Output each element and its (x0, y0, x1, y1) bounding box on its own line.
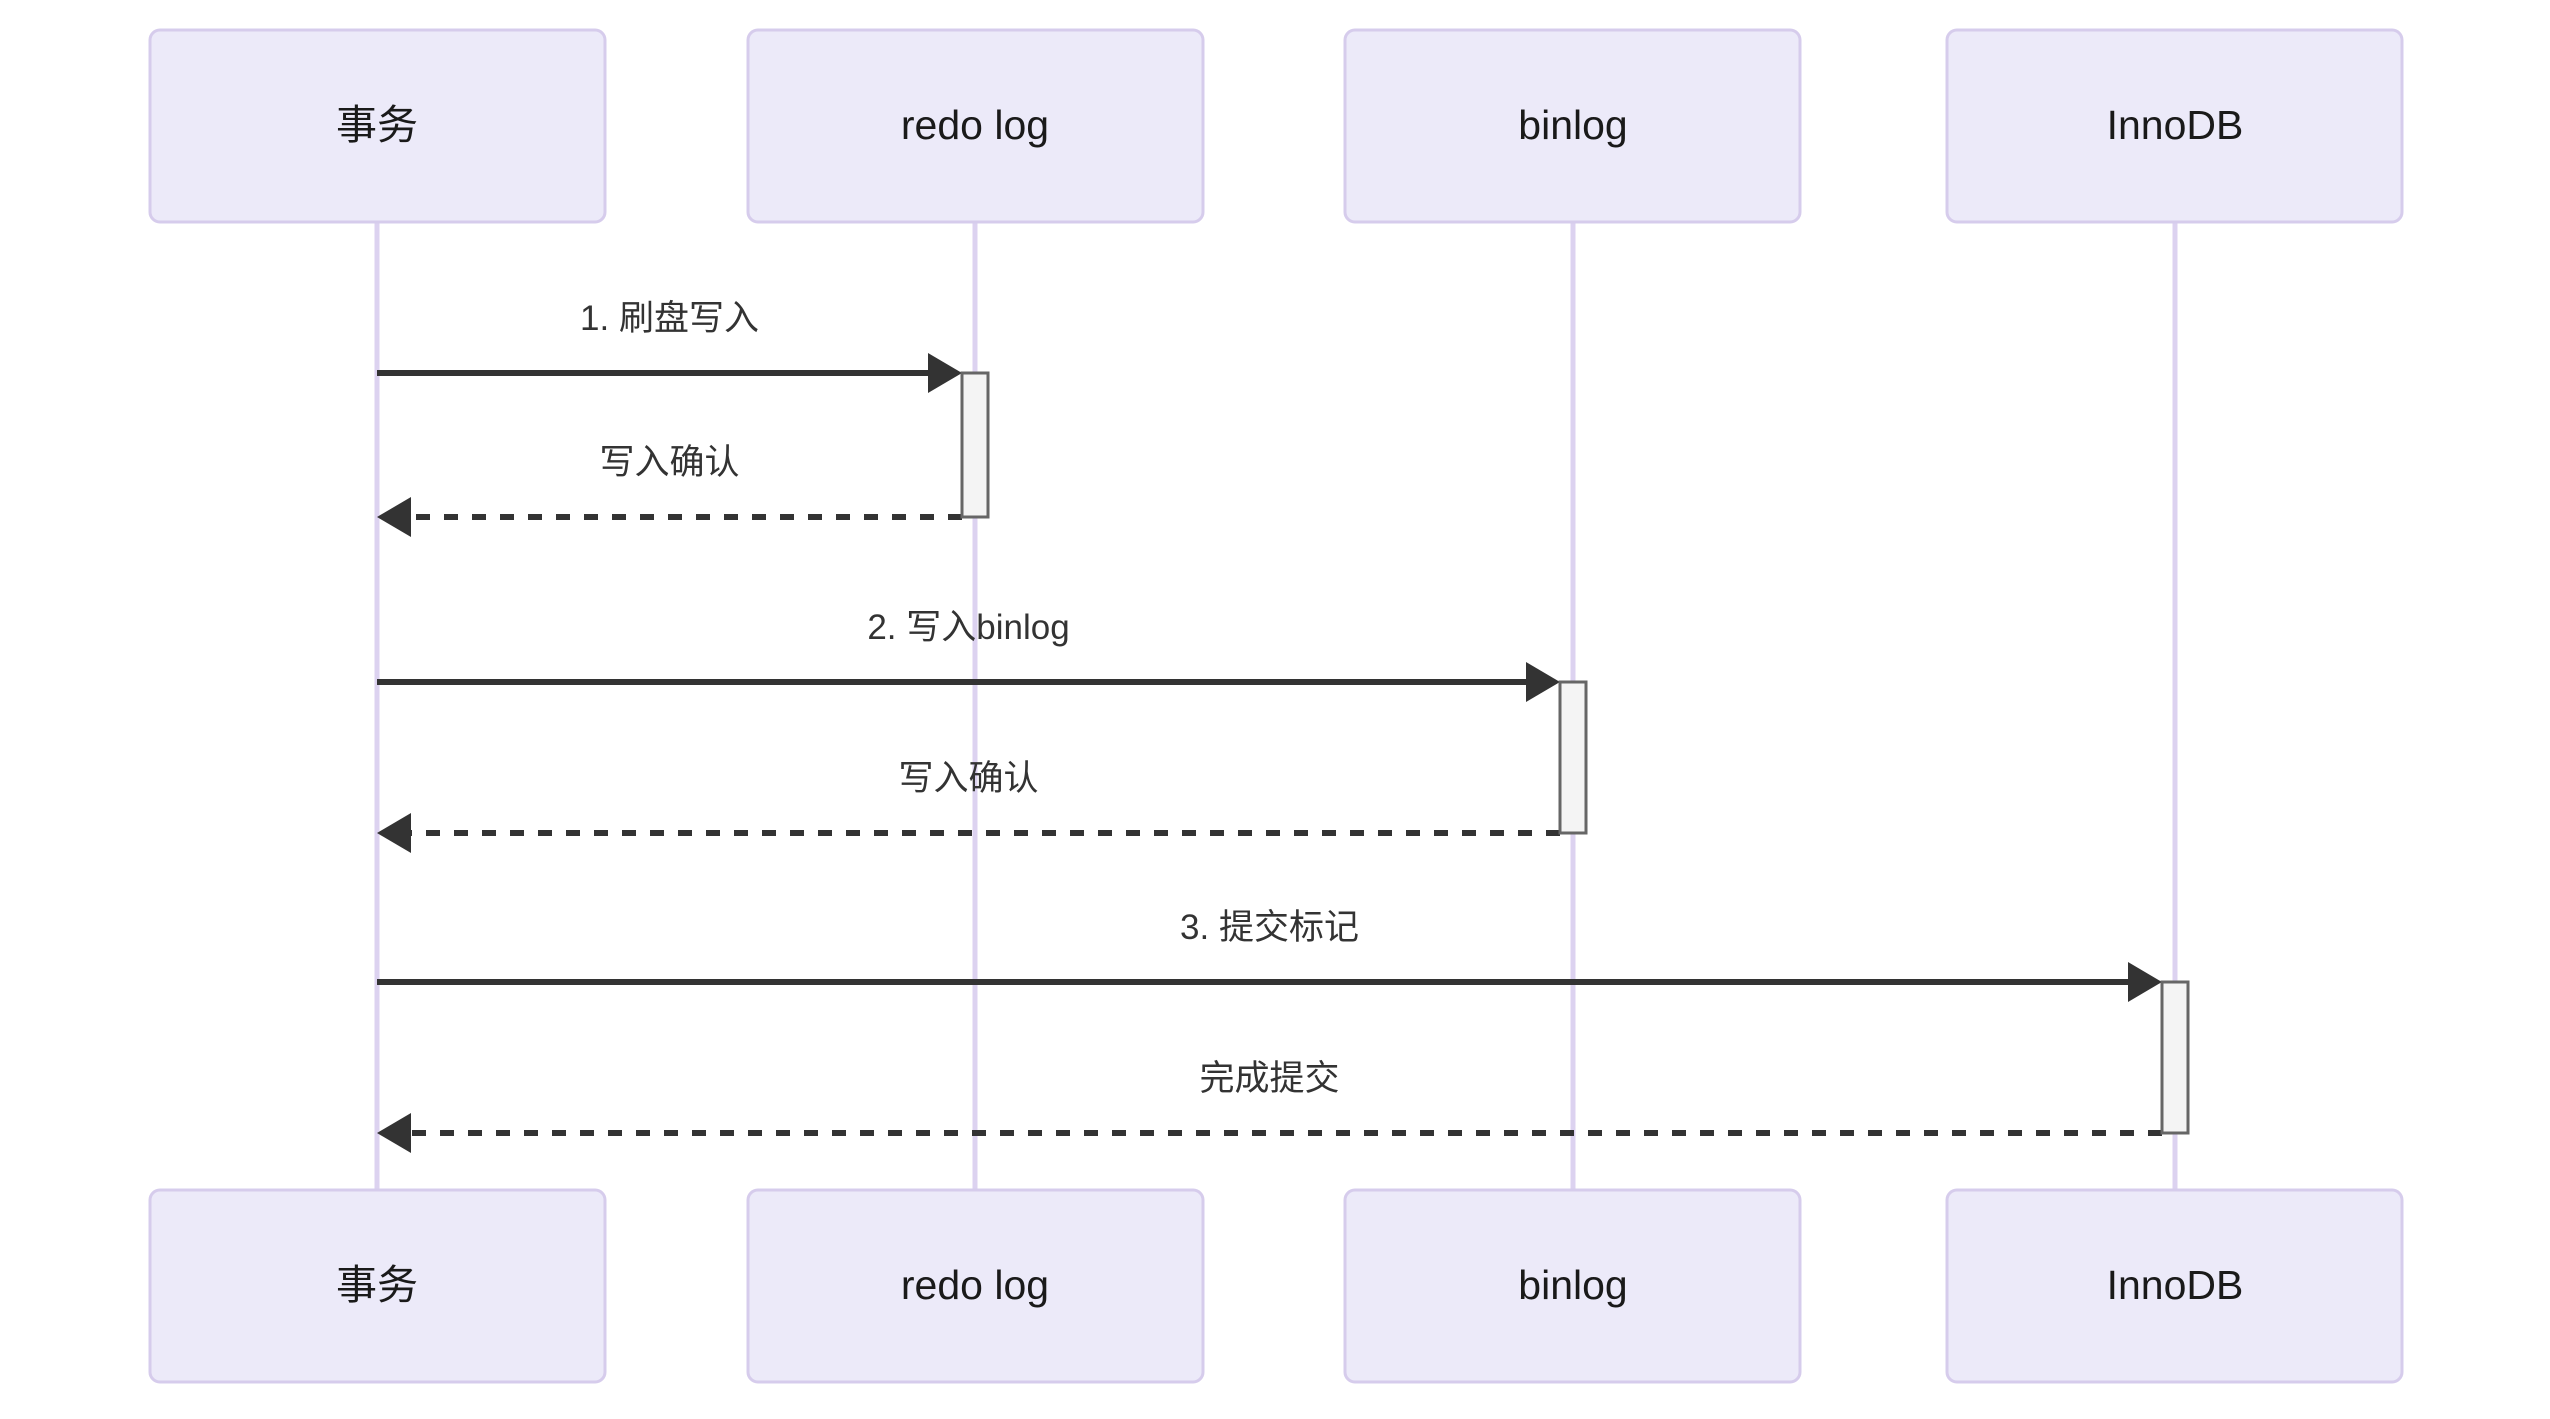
participant-label-binlog-top: binlog (1518, 102, 1627, 148)
message-arrowhead-4 (377, 813, 411, 853)
activation-bar-innodb (2160, 980, 2190, 1135)
participant-box-transaction-bottom (148, 1188, 607, 1384)
participant-label-redolog-bottom: redo log (901, 1262, 1049, 1308)
participant-transaction-top[interactable]: 事务 (148, 28, 607, 224)
participant-binlog-bottom[interactable]: binlog (1343, 1188, 1802, 1384)
participant-box-innodb-bottom (1945, 1188, 2404, 1384)
participant-label-redolog-top: redo log (901, 102, 1049, 148)
message-label-5: 3. 提交标记 (1180, 908, 1359, 947)
message-arrowhead-5 (2128, 962, 2162, 1002)
participant-box-transaction-top (148, 28, 607, 224)
message-label-6: 完成提交 (1199, 1059, 1339, 1098)
message-6-innodb-to-transaction (377, 1113, 2162, 1153)
message-label-1: 1. 刷盘写入 (580, 299, 759, 338)
messages-layer (377, 353, 2162, 1153)
message-arrowhead-1 (928, 353, 962, 393)
participant-box-binlog-bottom (1343, 1188, 1802, 1384)
participant-box-redolog-bottom (746, 1188, 1205, 1384)
participant-label-binlog-bottom: binlog (1518, 1262, 1627, 1308)
participant-box-redolog-top (746, 28, 1205, 224)
message-label-3: 2. 写入binlog (867, 608, 1069, 647)
participant-innodb-bottom[interactable]: InnoDB (1945, 1188, 2404, 1384)
message-1-transaction-to-redolog (377, 353, 962, 393)
participant-transaction-bottom[interactable]: 事务 (148, 1188, 607, 1384)
lifelines-layer (374, 222, 2178, 1190)
activation-bar-binlog (1558, 680, 1588, 835)
activations-layer (960, 371, 2190, 1135)
participants-bottom-layer: 事务 redo log binlog InnoDB (148, 1188, 2404, 1384)
message-4-binlog-to-transaction (377, 813, 1560, 853)
message-arrowhead-6 (377, 1113, 411, 1153)
participant-box-innodb-top (1945, 28, 2404, 224)
message-arrowhead-2 (377, 497, 411, 537)
activation-bar-redolog (960, 371, 990, 519)
participant-box-binlog-top (1343, 28, 1802, 224)
participants-top-layer: 事务 redo log binlog InnoDB (148, 28, 2404, 224)
participant-label-transaction-bottom: 事务 (336, 1262, 418, 1308)
participant-redolog-bottom[interactable]: redo log (746, 1188, 1205, 1384)
message-label-4: 写入确认 (898, 759, 1038, 798)
participant-binlog-top[interactable]: binlog (1343, 28, 1802, 224)
message-label-2: 写入确认 (599, 443, 739, 482)
message-arrowhead-3 (1526, 662, 1560, 702)
message-2-redolog-to-transaction (377, 497, 962, 537)
message-5-transaction-to-innodb (377, 962, 2162, 1002)
participant-redolog-top[interactable]: redo log (746, 28, 1205, 224)
participant-label-innodb-bottom: InnoDB (2107, 1262, 2244, 1308)
participant-label-innodb-top: InnoDB (2107, 102, 2244, 148)
message-3-transaction-to-binlog (377, 662, 1560, 702)
participant-label-transaction-top: 事务 (336, 102, 418, 148)
participant-innodb-top[interactable]: InnoDB (1945, 28, 2404, 224)
